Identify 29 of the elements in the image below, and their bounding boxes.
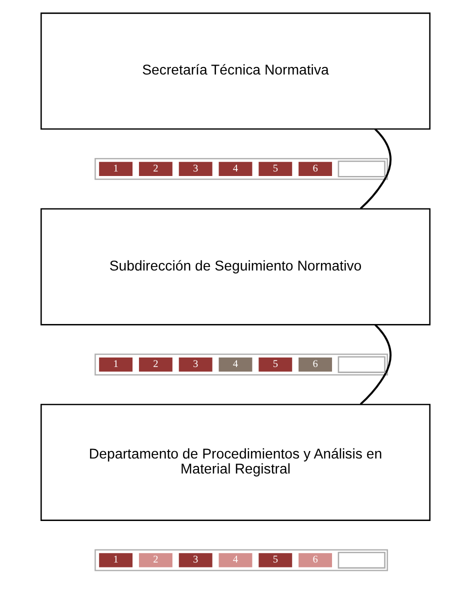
node-box: 4 xyxy=(217,552,254,569)
node-box: 1 xyxy=(98,356,134,373)
node-box: 6 xyxy=(297,160,334,178)
cluster xyxy=(94,158,388,180)
node-box: 6 xyxy=(297,552,334,569)
connector xyxy=(360,324,392,405)
node-box: 1 xyxy=(98,552,134,569)
node-box: 2 xyxy=(138,160,174,178)
node-box: 6 xyxy=(297,356,334,373)
connector xyxy=(360,128,392,210)
cluster xyxy=(94,549,388,572)
node-box: 4 xyxy=(217,356,254,373)
node-box: 3 xyxy=(178,552,214,569)
node-box: Secretaría Técnica Normativa xyxy=(40,12,430,130)
node-box: 2 xyxy=(138,356,174,373)
node-box xyxy=(338,552,386,569)
node-box: 5 xyxy=(257,160,294,178)
node-box: 3 xyxy=(178,160,214,178)
node-box xyxy=(338,160,386,178)
node-box: 3 xyxy=(178,356,214,373)
node-box: 5 xyxy=(257,356,294,373)
node-box: 1 xyxy=(98,160,134,178)
node-box: 4 xyxy=(217,160,254,178)
node-box: Departamento de Procedimientos y Análisis en Material Registral xyxy=(40,404,430,521)
node-box: 2 xyxy=(138,552,174,569)
cluster xyxy=(94,354,388,376)
node-box: Subdirección de Seguimiento Normativo xyxy=(40,208,430,326)
node-box: 5 xyxy=(257,552,294,569)
node-box xyxy=(338,356,386,373)
